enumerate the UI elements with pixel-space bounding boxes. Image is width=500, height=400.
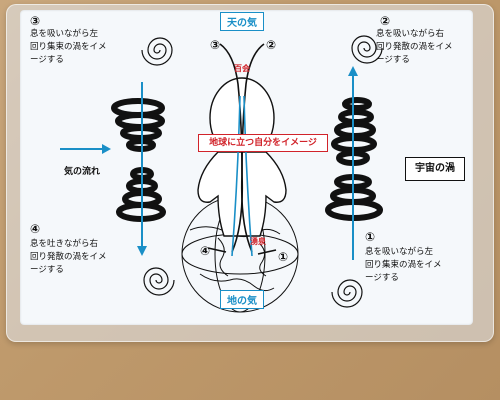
instruction-top-left: 息を吸いながら左 回り集束の渦をイメ ージする (30, 29, 107, 65)
energy-lines (207, 43, 277, 257)
number-3-top: ③ (210, 38, 221, 52)
spiral-icon (331, 279, 363, 308)
energy-flow-label: 気の流れ (64, 167, 101, 177)
sole-point-label: 湧泉 (250, 237, 266, 246)
number-2-top: ② (266, 38, 277, 52)
cosmic-vortex-label: 宇宙の渦 (405, 157, 465, 181)
number-1-corner: ① (365, 230, 376, 244)
instruction-top-right: 息を吸いながら右 回り発散の渦をイメ ージする (376, 29, 453, 65)
earth-energy-label: 地の気 (220, 290, 264, 309)
instruction-bottom-right: 息を吸いながら左 回り集束の渦をイメ ージする (365, 247, 442, 283)
instruction-card: 天の気 地の気 ③ ② ④ ① 百会 湧泉 地球に立つ自分をイメージ 宇宙の渦 … (20, 10, 473, 325)
spiral-icon (143, 267, 175, 296)
crown-point-label: 百会 (234, 64, 250, 73)
number-4-corner: ④ (30, 222, 41, 236)
number-1-bottom: ① (278, 250, 289, 264)
center-caption: 地球に立つ自分をイメージ (198, 134, 328, 152)
number-2-corner: ② (380, 14, 391, 28)
number-4-bottom: ④ (200, 244, 211, 258)
heaven-energy-label: 天の気 (220, 12, 264, 31)
spiral-icon (141, 37, 173, 66)
spiral-icon (351, 35, 383, 64)
number-3-corner: ③ (30, 14, 41, 28)
instruction-bottom-left: 息を吐きながら右 回り発散の渦をイメ ージする (30, 239, 107, 275)
left-vortex-coil (111, 98, 166, 222)
